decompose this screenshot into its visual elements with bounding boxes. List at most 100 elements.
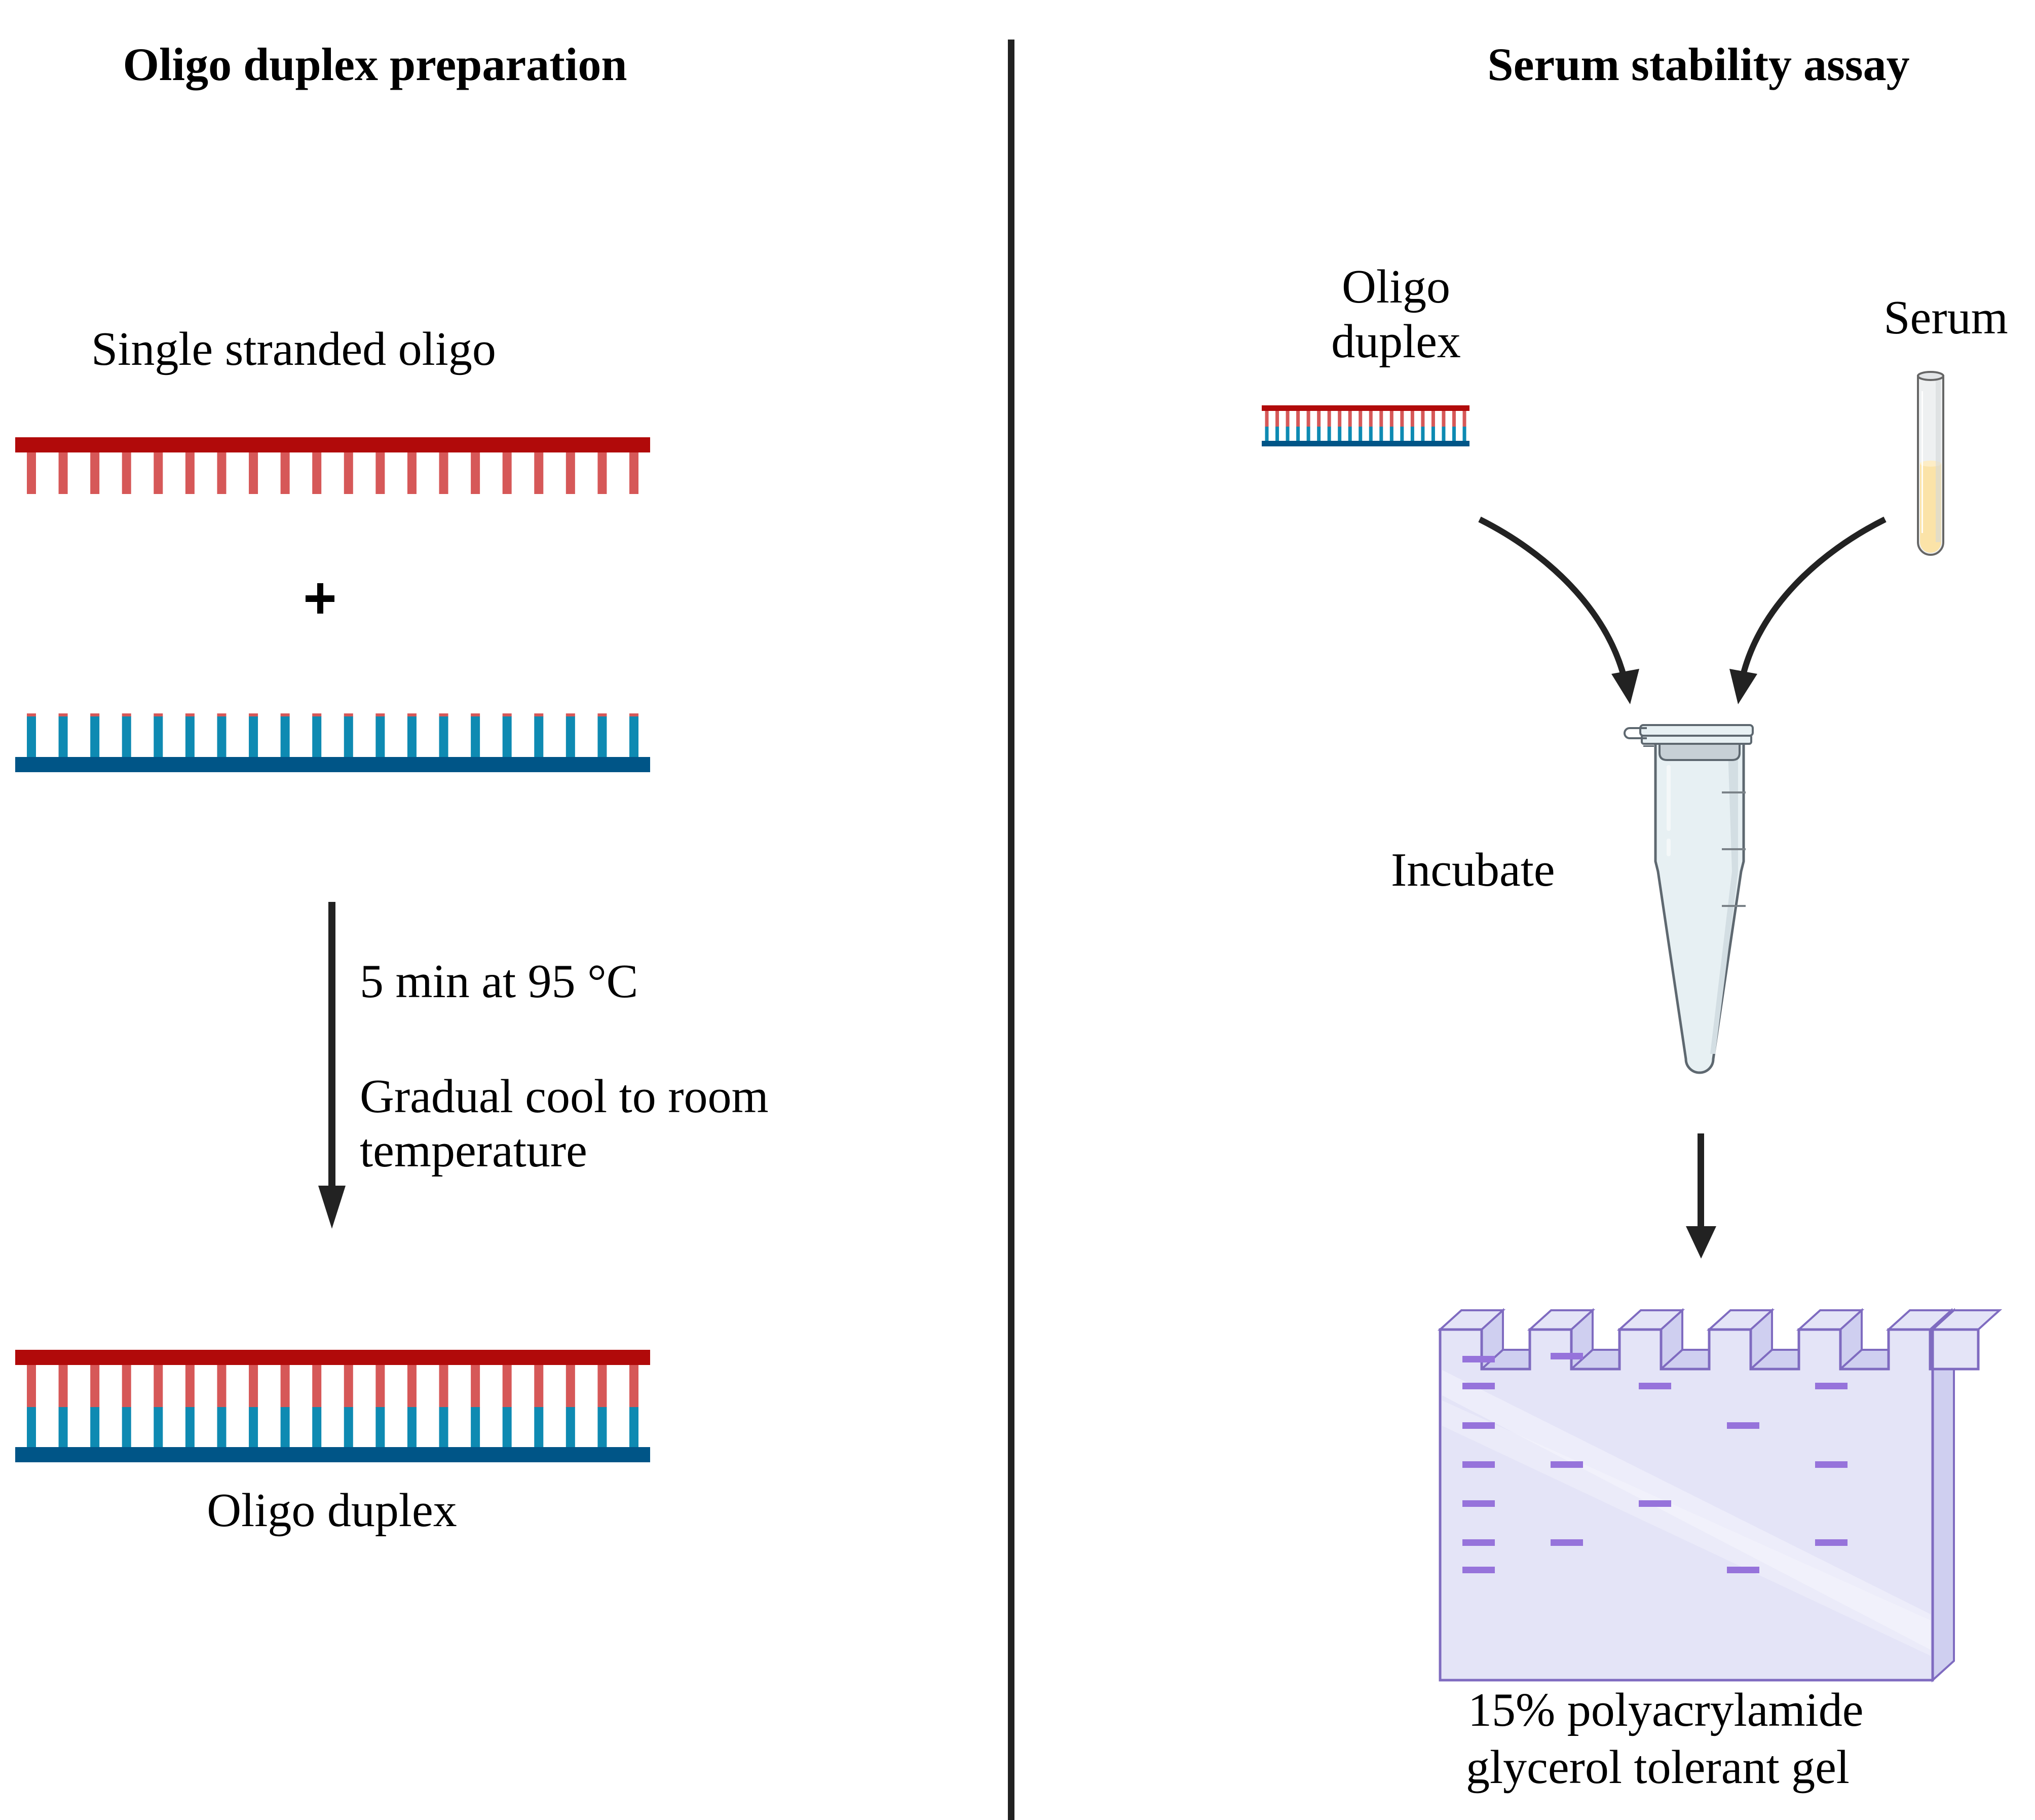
base: [249, 713, 258, 716]
base: [312, 452, 322, 494]
gel-glare: [1442, 1370, 1931, 1650]
base: [597, 1407, 607, 1448]
base: [122, 1365, 131, 1408]
base: [1379, 411, 1383, 427]
step-heat-label: 5 min at 95 °C: [360, 955, 638, 1008]
microcentrifuge-tube-icon: [1624, 724, 1754, 1074]
gel-band: [1815, 1461, 1848, 1468]
gel-band: [1815, 1539, 1848, 1546]
serum-tube-icon: [1917, 371, 1944, 556]
base: [1410, 427, 1414, 441]
base: [27, 1407, 36, 1448]
gel-band: [1462, 1539, 1495, 1546]
oligo-duplex: [15, 1350, 650, 1462]
gel-band: [1462, 1383, 1495, 1389]
base: [597, 716, 607, 757]
base: [1431, 427, 1435, 441]
base: [1327, 411, 1331, 427]
left-panel-title: Oligo duplex preparation: [123, 39, 627, 90]
base: [629, 716, 638, 757]
base: [217, 1365, 227, 1408]
annealing-arrow-icon: [318, 902, 346, 1229]
base: [471, 452, 480, 494]
base: [1369, 411, 1373, 427]
base: [280, 452, 290, 494]
gel-band: [1815, 1383, 1848, 1389]
base: [249, 452, 258, 494]
base: [375, 452, 385, 494]
base: [154, 1365, 163, 1408]
single-strand-label: Single stranded oligo: [91, 323, 496, 375]
base: [90, 452, 100, 494]
gel-band: [1551, 1539, 1583, 1546]
base: [1421, 427, 1425, 441]
base: [1400, 411, 1404, 427]
base: [1317, 427, 1321, 441]
base: [502, 1365, 512, 1408]
base: [344, 716, 353, 757]
base: [122, 716, 131, 757]
base: [217, 452, 227, 494]
base: [1327, 427, 1331, 441]
base: [375, 713, 385, 716]
base: [122, 452, 131, 494]
base: [1442, 427, 1446, 441]
base: [597, 713, 607, 716]
base: [280, 716, 290, 757]
gel-band: [1462, 1567, 1495, 1573]
base: [1317, 411, 1321, 427]
backbone: [15, 1350, 650, 1365]
base: [375, 716, 385, 757]
plus-icon: [306, 583, 334, 614]
base: [1379, 427, 1383, 441]
base: [249, 1407, 258, 1448]
base: [344, 713, 353, 716]
gel-band: [1727, 1422, 1759, 1429]
base: [27, 713, 36, 716]
gel-band: [1462, 1461, 1495, 1468]
base: [629, 713, 638, 716]
base: [629, 1407, 638, 1448]
base: [217, 713, 227, 716]
base: [154, 452, 163, 494]
base: [534, 452, 544, 494]
base: [502, 716, 512, 757]
base: [185, 1365, 195, 1408]
base: [1462, 411, 1466, 427]
base: [407, 716, 417, 757]
gel-band: [1462, 1422, 1495, 1429]
base: [1389, 411, 1393, 427]
base: [1296, 427, 1300, 441]
base: [502, 1407, 512, 1448]
base: [1306, 427, 1310, 441]
base: [1410, 411, 1414, 427]
base: [1442, 411, 1446, 427]
base: [407, 1407, 417, 1448]
base: [1359, 411, 1363, 427]
base: [471, 1365, 480, 1408]
base: [407, 452, 417, 494]
base: [407, 713, 417, 716]
base: [58, 716, 68, 757]
base: [249, 1365, 258, 1408]
base: [90, 713, 100, 716]
base: [58, 713, 68, 716]
backbone: [15, 757, 650, 772]
base: [1265, 427, 1269, 441]
base: [1275, 411, 1279, 427]
base: [629, 452, 638, 494]
duplex-label: Oligo duplex: [207, 1484, 457, 1537]
base: [1286, 411, 1290, 427]
tube-to-gel-arrow-icon: [1686, 1133, 1716, 1259]
base: [154, 716, 163, 757]
base: [90, 1365, 100, 1408]
serum-to-tube-arrow-icon: [1729, 516, 1887, 704]
base: [280, 1407, 290, 1448]
base: [154, 713, 163, 716]
base: [90, 716, 100, 757]
base: [344, 1407, 353, 1448]
gel-band: [1727, 1567, 1759, 1573]
base: [1452, 411, 1456, 427]
base: [1275, 427, 1279, 441]
base: [1452, 427, 1456, 441]
